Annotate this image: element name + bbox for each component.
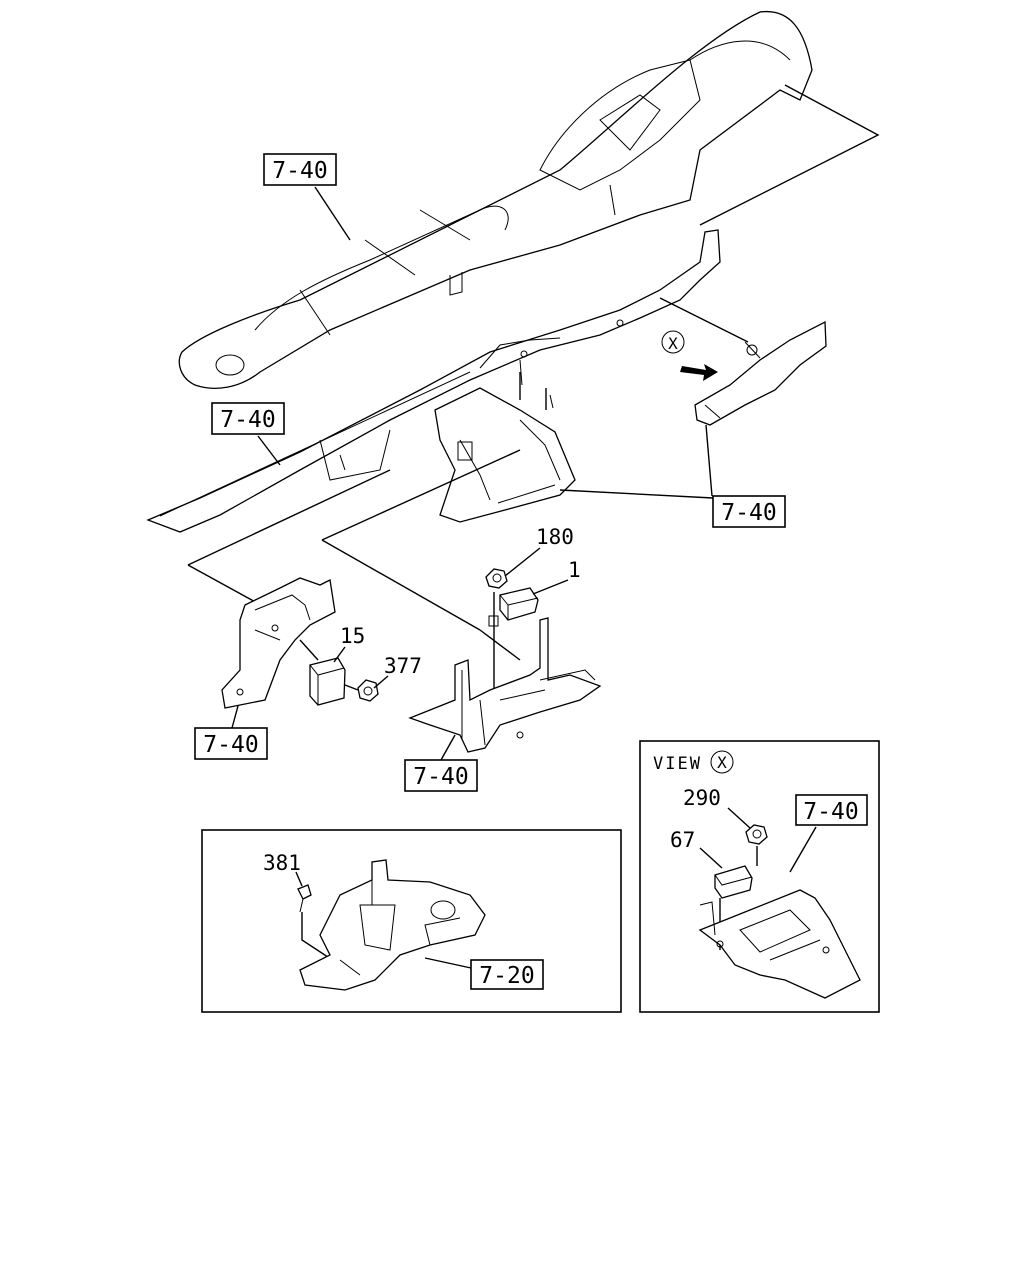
- part-number-180: 180: [536, 525, 574, 549]
- right-side-bracket: [694, 320, 827, 426]
- svg-text:7-20: 7-20: [479, 963, 534, 989]
- ref-label-bracket-center: 7-40: [404, 734, 478, 792]
- view-title: VIEW: [653, 754, 702, 774]
- part-number-381: 381: [263, 851, 301, 875]
- left-mount-bracket: [221, 577, 336, 709]
- svg-text:7-40: 7-40: [203, 732, 258, 758]
- ref-label-panel: 7-40: [263, 153, 351, 241]
- view-direction-arrow-icon: [680, 364, 718, 381]
- svg-text:7-40: 7-40: [803, 799, 858, 825]
- center-lower-bracket: [408, 617, 602, 753]
- instrument-panel: [178, 10, 813, 389]
- inset-right-view-x: VIEW X 290 67 7-40: [639, 740, 880, 1013]
- ref-label-bracket-left: 7-40: [194, 705, 268, 760]
- part-number-1: 1: [568, 558, 581, 582]
- ref-label-crossbar: 7-40: [211, 402, 285, 466]
- inset-left-detail: 381 7-20: [201, 829, 622, 1013]
- svg-text:7-40: 7-40: [220, 407, 275, 433]
- view-marker: X: [661, 330, 718, 381]
- part-377-nut: [344, 679, 379, 702]
- svg-text:X: X: [668, 334, 678, 353]
- part-number-15: 15: [340, 624, 365, 648]
- svg-text:7-40: 7-40: [413, 764, 468, 790]
- part-1-unit: [488, 587, 539, 700]
- svg-text:7-40: 7-40: [272, 158, 327, 184]
- center-support-bracket: [434, 387, 576, 523]
- cross-bar: [146, 229, 721, 533]
- part-15-module: [299, 639, 346, 706]
- svg-text:7-40: 7-40: [721, 500, 776, 526]
- part-180-nut: [485, 568, 508, 589]
- view-marker-circle: X: [717, 753, 727, 772]
- part-number-377: 377: [384, 654, 422, 678]
- part-number-67: 67: [670, 828, 695, 852]
- part-number-290: 290: [683, 786, 721, 810]
- ref-label-bracket-right: 7-40: [559, 424, 786, 528]
